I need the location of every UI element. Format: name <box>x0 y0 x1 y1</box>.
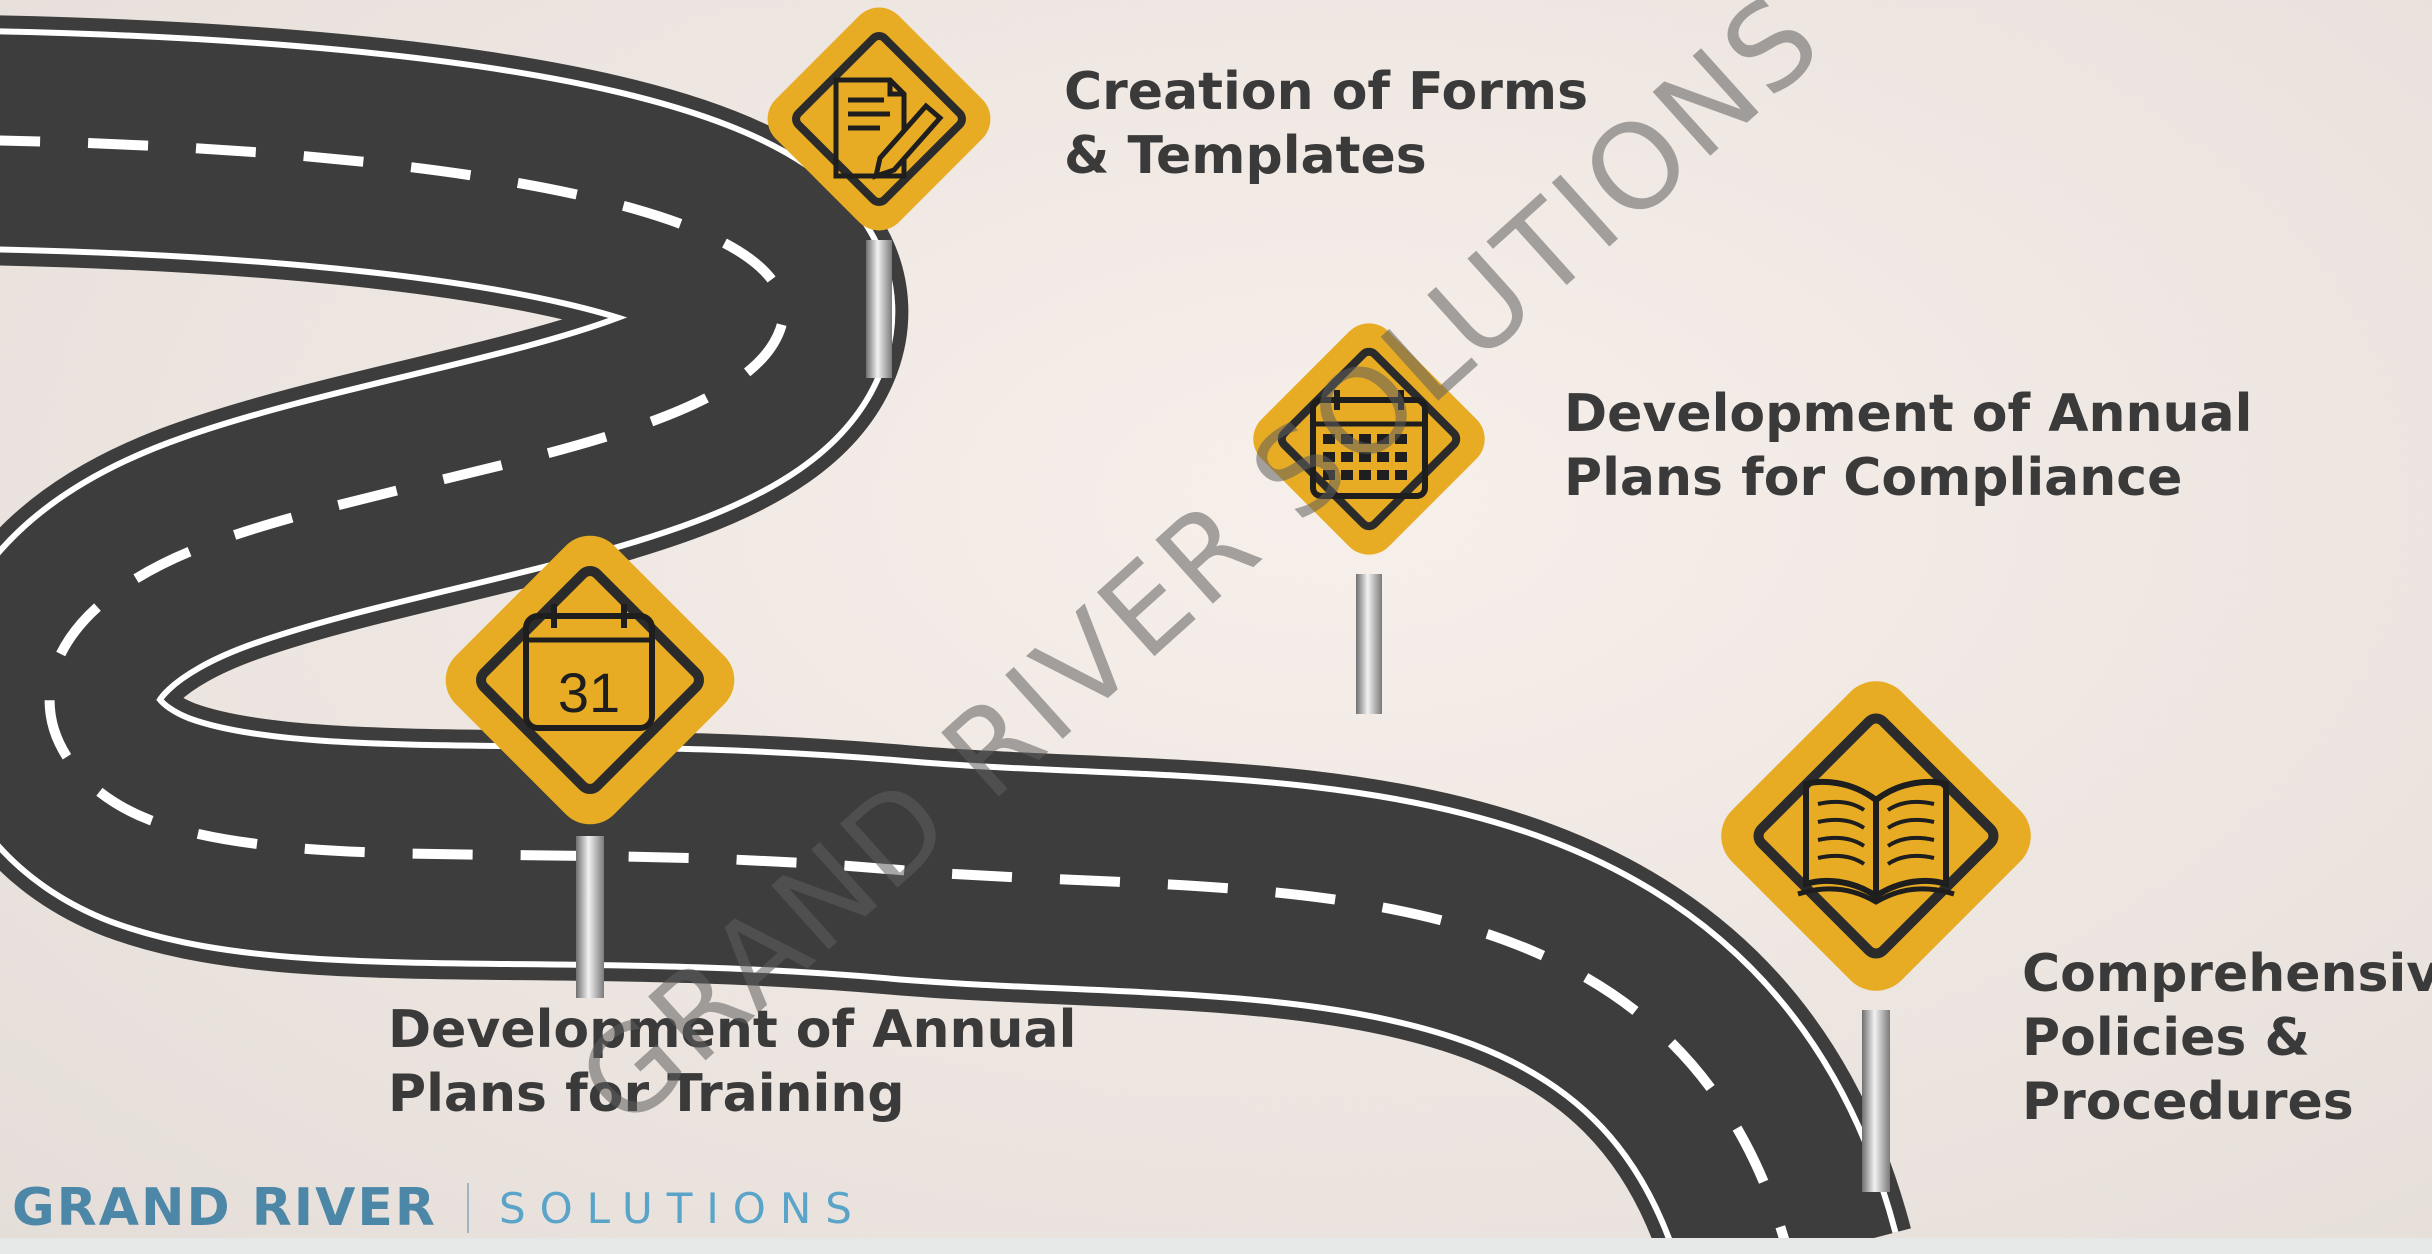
company-logo: GRAND RIVER SOLUTIONS <box>12 1176 866 1240</box>
sign-policies-procedures <box>1721 681 2031 1192</box>
forms-pencil-icon <box>833 77 944 180</box>
calendar-day-number: 31 <box>558 661 620 724</box>
logo-secondary-text: SOLUTIONS <box>498 1183 866 1233</box>
step-label-line: Creation of Forms <box>1064 62 1589 122</box>
winding-road <box>0 15 1911 1254</box>
sign-pole <box>1356 574 1382 714</box>
step-label-line: Comprehensive <box>2022 944 2432 1004</box>
logo-divider <box>466 1183 469 1233</box>
step-label-line: Procedures <box>2022 1072 2354 1132</box>
step-label-line: Plans for Compliance <box>1564 448 2183 508</box>
open-book-icon <box>1797 778 1955 905</box>
sign-pole <box>866 240 892 378</box>
step-label-policies-procedures: Comprehensive Policies & Procedures <box>2022 942 2432 1134</box>
step-label-compliance-plans: Development of Annual Plans for Complian… <box>1564 382 2252 510</box>
step-label-line: Development of Annual <box>1564 384 2253 444</box>
warning-sign-diamond <box>767 7 991 231</box>
step-label-training-plans: Development of Annual Plans for Training <box>388 998 1076 1126</box>
sign-compliance-plans <box>1253 323 1485 714</box>
warning-sign-diamond <box>445 535 735 825</box>
calendar-grid-icon <box>1310 390 1428 499</box>
logo-primary-text: GRAND RIVER <box>12 1178 437 1238</box>
sign-pole <box>576 836 604 998</box>
calendar-31-icon: 31 <box>523 604 655 731</box>
step-label-line: Policies & <box>2022 1008 2310 1068</box>
sign-training-plans: 31 <box>445 535 735 998</box>
step-label-line: & Templates <box>1064 126 1427 186</box>
step-label-forms-templates: Creation of Forms & Templates <box>1064 60 1588 188</box>
step-label-line: Plans for Training <box>388 1064 905 1124</box>
step-label-line: Development of Annual <box>388 1000 1077 1060</box>
sign-forms-templates <box>767 7 991 378</box>
footer-strip <box>0 1238 2432 1254</box>
sign-pole <box>1862 1010 1890 1192</box>
